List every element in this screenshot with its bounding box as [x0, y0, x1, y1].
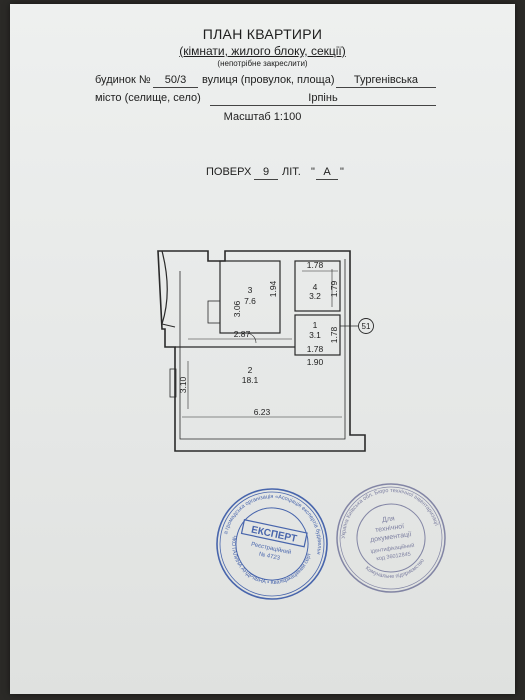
room1-bottom2-dim: 1.90: [307, 357, 324, 367]
bti-stamp-line1: Для: [382, 515, 396, 524]
apartment-number-circle: [358, 318, 374, 334]
building-value: 50/3: [153, 74, 198, 88]
lit-close-quote: ": [340, 166, 344, 178]
room3-number: 3: [248, 285, 253, 295]
room4-number: 4: [313, 282, 318, 292]
room1-bottom-dim: 1.78: [307, 344, 324, 354]
expert-stamp-reg-no: № 4723: [258, 551, 281, 562]
room1-side-dim: 1.78: [329, 326, 339, 343]
document-sheet: ПЛАН КВАРТИРИ (кімнати, жилого блоку, се…: [10, 4, 515, 694]
street-value: Тургенівська: [336, 74, 436, 88]
door-room3: [245, 332, 257, 344]
room2-side-dim: 3.10: [178, 376, 188, 393]
scale-label: Масштаб 1:100: [223, 111, 302, 123]
expert-stamp: Українська громадська організація «Асоці…: [202, 473, 334, 600]
corridor-width-dim: 2.87: [234, 329, 251, 339]
room3-area: 7.6: [244, 296, 256, 306]
inner-wall-line: [179, 259, 346, 440]
balcony-edge: [161, 323, 176, 328]
street-label: вулиця (провулок, площа): [202, 74, 335, 86]
building-label: будинок №: [95, 74, 151, 86]
room1-area: 3.1: [309, 330, 321, 340]
room2-area: 18.1: [242, 375, 259, 385]
bti-stamp-line2: технічної: [375, 522, 405, 534]
lit-value: А: [316, 166, 338, 180]
room2-width-dim: 6.23: [254, 407, 271, 417]
bti-stamp-ring-bottom: Комунальне підприємство: [363, 557, 427, 584]
document-note: (непотрібне закреслити): [217, 59, 308, 68]
document-title: ПЛАН КВАРТИРИ: [202, 26, 323, 42]
apartment-number: 51: [362, 322, 371, 331]
room4-top-dim: 1.78: [307, 260, 324, 270]
room3-height-dim: 1.94: [268, 280, 278, 297]
floor-label: ПОВЕРХ: [206, 166, 252, 178]
city-value: Ірпінь: [210, 92, 436, 106]
room4-side-dim: 1.79: [329, 280, 339, 297]
window-left: [169, 368, 177, 398]
outer-wall: [157, 250, 366, 452]
room3-width-dim: 3.06: [232, 300, 242, 317]
bti-stamp-code-no: код 36012845: [376, 551, 411, 562]
room2-number: 2: [248, 365, 253, 375]
room-4-outline: [294, 260, 341, 312]
bti-stamp: Україна Київська обл. Бюро технічної інв…: [335, 482, 446, 593]
city-label: місто (селище, село): [95, 92, 201, 104]
document-subtitle: (кімнати, жилого блоку, секції): [179, 44, 346, 58]
lit-open-quote: ": [311, 166, 315, 178]
balcony-curve: [161, 250, 168, 325]
window-room3: [207, 300, 221, 324]
room4-area: 3.2: [309, 291, 321, 301]
lit-label: ЛІТ.: [282, 166, 301, 178]
floor-plan: 3 7.6 3.06 1.94 1.78 4 3.2 1.79 1 3.1 1.…: [157, 250, 374, 452]
room1-number: 1: [313, 320, 318, 330]
expert-stamp-center: ЕКСПЕРТ: [250, 525, 298, 545]
room-3-outline: [219, 260, 281, 334]
floor-value: 9: [254, 166, 278, 180]
